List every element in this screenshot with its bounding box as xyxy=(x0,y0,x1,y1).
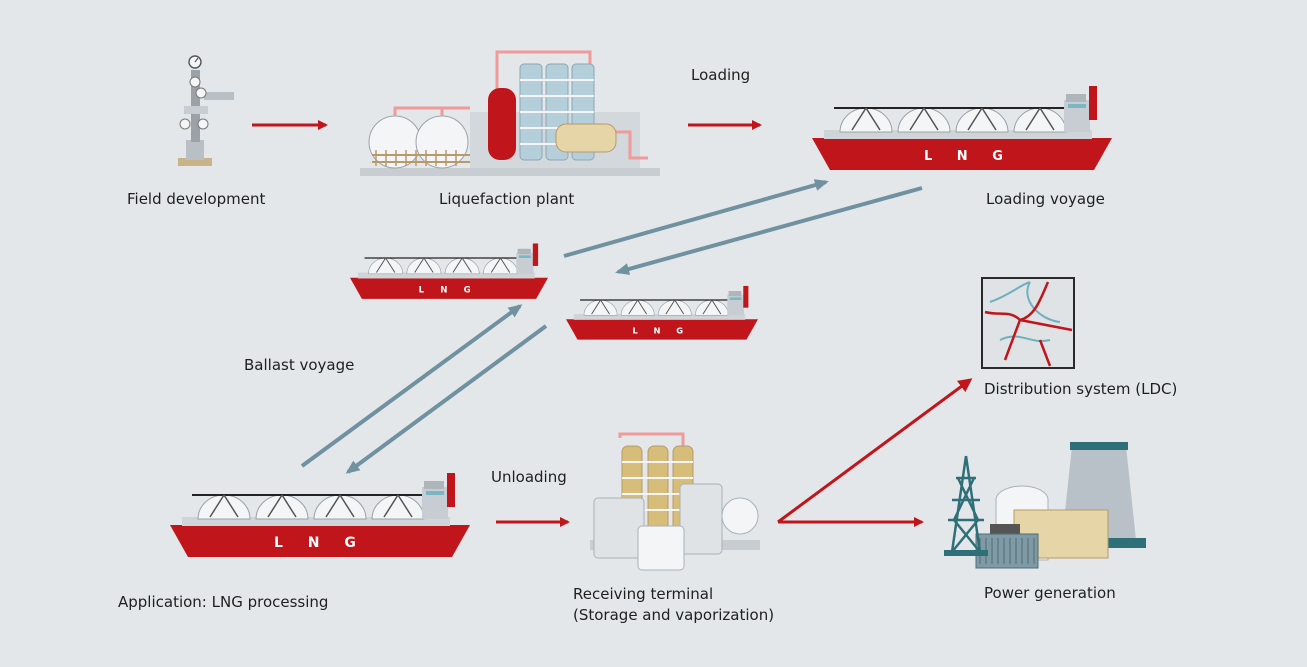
ship-marking-label-4: L N G xyxy=(274,535,366,551)
label-loading: Loading xyxy=(691,66,751,84)
arrow-laden-to-application xyxy=(345,324,548,474)
label-liquefaction-plant: Liquefaction plant xyxy=(439,190,575,208)
label-field-development: Field development xyxy=(127,190,266,208)
power-plant-icon xyxy=(944,442,1146,569)
arrow-ballast-return xyxy=(300,304,523,468)
label-power-generation: Power generation xyxy=(984,584,1116,602)
ship-marking-label-2: L N G xyxy=(419,285,478,295)
label-ballast-voyage: Ballast voyage xyxy=(244,356,355,374)
liquefaction-plant-icon xyxy=(360,50,660,176)
lng-tanker-ballast-lower: L N G xyxy=(565,285,759,341)
label-loading-voyage: Loading voyage xyxy=(986,190,1105,208)
distribution-map-icon xyxy=(981,277,1075,369)
label-unloading: Unloading xyxy=(491,468,567,486)
lng-tanker-loading-voyage: L N G xyxy=(811,85,1113,171)
lng-tanker-application: L N G xyxy=(169,472,471,558)
flow-arrows xyxy=(252,120,973,527)
ship-marking-label-1: L N G xyxy=(924,149,1013,164)
label-distribution-system: Distribution system (LDC) xyxy=(984,380,1178,398)
arrow-loaded-voyage xyxy=(615,186,923,275)
wellhead-icon xyxy=(178,55,234,166)
arrow-ballast-to-loading xyxy=(563,179,829,258)
label-receiving-terminal-sub: (Storage and vaporization) xyxy=(573,606,775,624)
lng-tanker-ballast-upper: L N G xyxy=(349,242,549,300)
arrow-terminal-to-distribution xyxy=(777,378,973,524)
label-application: Application: LNG processing xyxy=(118,593,329,611)
ship-marking-label-3: L N G xyxy=(633,325,690,335)
label-receiving-terminal: Receiving terminal xyxy=(573,585,714,603)
receiving-terminal-icon xyxy=(590,432,760,571)
